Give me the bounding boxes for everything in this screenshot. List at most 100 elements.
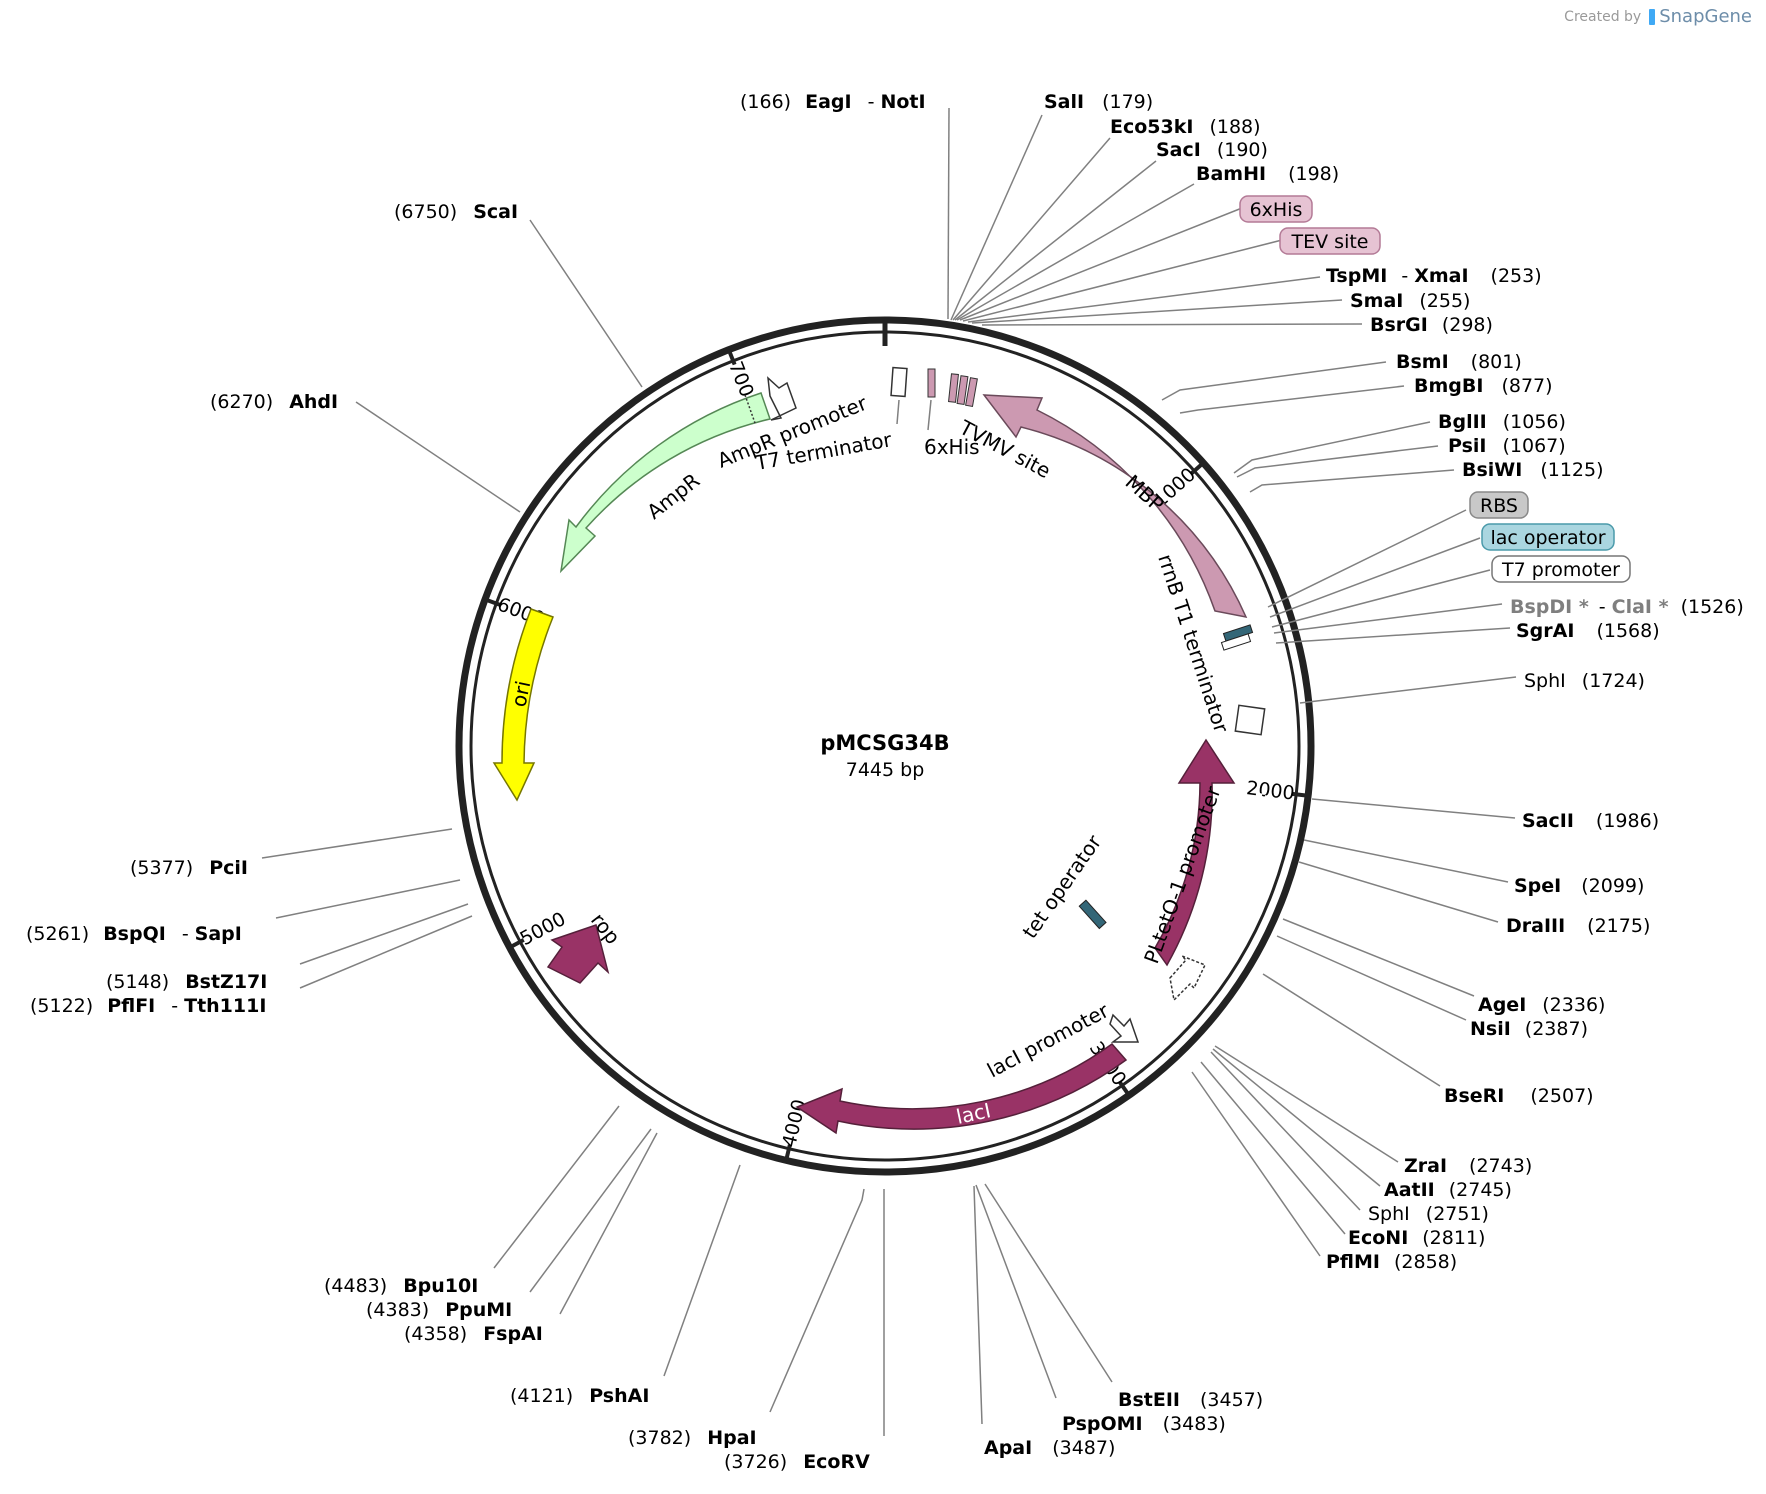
tvmv-site-block-3[interactable] <box>965 377 978 408</box>
tag-tev-site[interactable]: TEV site <box>1279 227 1381 255</box>
site-bstz17i[interactable]: (5148)BstZ17I <box>106 971 267 993</box>
callout-bglii <box>1233 421 1431 474</box>
site-pshai[interactable]: (4121)PshAI <box>510 1385 649 1407</box>
site-bsiwi[interactable]: BsiWI(1125) <box>1462 459 1604 481</box>
site-sphi-1[interactable]: SphI(1724) <box>1524 670 1645 692</box>
callout-lac <box>1269 537 1481 618</box>
callout-agei <box>1282 918 1475 997</box>
site-bsmi[interactable]: BsmI(801) <box>1396 351 1522 373</box>
callout-draiii <box>1298 861 1499 923</box>
tag-6xhis-text: 6xHis <box>1250 199 1303 221</box>
his-label: 6xHis <box>924 435 980 459</box>
site-nsii[interactable]: NsiI(2387) <box>1470 1018 1588 1040</box>
callout-fspai <box>559 1132 658 1315</box>
callout-econi <box>1200 1061 1346 1235</box>
plasmid-center-label: pMCSG34B 7445 bp <box>820 731 949 781</box>
tag-6xhis[interactable]: 6xHis <box>1239 195 1313 223</box>
site-sacii[interactable]: SacII(1986) <box>1522 810 1659 832</box>
site-sgrai[interactable]: SgrAI(1568) <box>1516 620 1660 642</box>
site-bspdi-clai[interactable]: BspDI *-ClaI *(1526) <box>1510 596 1744 618</box>
site-smai[interactable]: SmaI(255) <box>1350 290 1470 312</box>
site-bseri[interactable]: BseRI(2507) <box>1444 1085 1594 1107</box>
t7-terminator-block <box>890 366 908 398</box>
tag-t7-promoter[interactable]: T7 promoter <box>1491 555 1631 583</box>
callout-bsmi <box>1161 361 1387 401</box>
site-draiii[interactable]: DraIII(2175) <box>1506 915 1650 937</box>
site-econi[interactable]: EcoNI(2811) <box>1348 1227 1485 1249</box>
mbp-arrow[interactable] <box>982 394 1248 619</box>
tick-mark-4000 <box>784 1144 792 1161</box>
callout-scai <box>529 219 643 388</box>
pltet-promoter-label: PLtetO-1 promoter <box>1139 782 1226 966</box>
callout-bmgbi <box>1179 385 1405 414</box>
his-block[interactable] <box>927 368 936 398</box>
pltet-promoter-arrow[interactable] <box>1169 955 1207 1002</box>
site-apai[interactable]: ApaI(3487) <box>984 1437 1115 1459</box>
callout-his <box>959 207 1243 321</box>
site-callout-lines <box>261 107 1517 1436</box>
ampr-label: AmpR <box>642 468 704 524</box>
callout-sacii <box>1311 798 1516 819</box>
laci-promoter-arrow[interactable] <box>1109 1013 1140 1043</box>
site-eagi-noti[interactable]: (166)EagI-NotI <box>740 91 926 113</box>
site-ecorv[interactable]: (3726)EcoRV <box>724 1451 870 1473</box>
snapgene-credit: Created by SnapGene <box>1564 6 1752 27</box>
site-bsteii[interactable]: BstEII(3457) <box>1118 1389 1263 1411</box>
laci-arrow[interactable] <box>795 1042 1128 1135</box>
site-fspai[interactable]: (4358)FspAI <box>404 1323 543 1345</box>
plasmid-name: pMCSG34B <box>820 731 949 755</box>
site-pspomi[interactable]: PspOMI(3483) <box>1062 1413 1226 1435</box>
site-ahdi[interactable]: (6270)AhdI <box>210 391 338 413</box>
callout-nsii <box>1276 935 1467 1021</box>
tick-marks: 1000200030004000500060007000 <box>484 348 1309 1161</box>
rrnb-terminator-block <box>1234 704 1266 736</box>
site-hpai[interactable]: (3782)HpaI <box>628 1427 757 1449</box>
tag-lac-operator[interactable]: lac operator <box>1481 523 1615 551</box>
tvmv-site-block-2[interactable] <box>956 375 969 405</box>
tag-rbs[interactable]: RBS <box>1469 491 1529 519</box>
tet-operator-label: tet operator <box>1017 830 1106 943</box>
site-bpu10i[interactable]: (4483)Bpu10I <box>324 1275 478 1297</box>
site-pcii[interactable]: (5377)PciI <box>130 857 248 879</box>
callout-eco53ki <box>952 137 1111 321</box>
ampr-arrow[interactable] <box>559 392 771 574</box>
site-sphi-2[interactable]: SphI(2751) <box>1368 1203 1489 1225</box>
callout-sphi-2 <box>1210 1051 1361 1211</box>
tvmv-protease-arrow[interactable] <box>1154 738 1236 967</box>
site-pflfi-tth111i[interactable]: (5122)PflFI-Tth111I <box>30 995 266 1017</box>
site-ppumi[interactable]: (4383)PpuMI <box>366 1299 512 1321</box>
site-sali[interactable]: SalI(179) <box>1044 91 1153 113</box>
ori-arrow[interactable] <box>492 608 554 802</box>
site-bglii[interactable]: BglII(1056) <box>1438 411 1566 433</box>
site-bamhi[interactable]: BamHI(198) <box>1196 163 1339 185</box>
site-saci[interactable]: SacI(190) <box>1156 139 1268 161</box>
site-aatii[interactable]: AatII(2745) <box>1384 1179 1512 1201</box>
t7-terminator-connector <box>896 399 900 425</box>
site-scai[interactable]: (6750)ScaI <box>394 201 518 223</box>
site-spei[interactable]: SpeI(2099) <box>1514 875 1644 897</box>
laci-label: lacI <box>954 1098 993 1129</box>
callout-pcii <box>261 828 453 859</box>
site-psii[interactable]: PsiI(1067) <box>1448 435 1566 457</box>
rbs-block <box>1220 633 1252 651</box>
site-bsrgi[interactable]: BsrGI(298) <box>1370 314 1493 336</box>
callout-bamhi <box>956 183 1195 321</box>
site-tspmi-xmai[interactable]: TspMI-XmaI(253) <box>1326 265 1542 287</box>
site-pflmi[interactable]: PflMI(2858) <box>1326 1251 1457 1273</box>
site-zrai[interactable]: ZraI(2743) <box>1404 1155 1532 1177</box>
tick-mark-2000 <box>1291 791 1309 798</box>
site-agei[interactable]: AgeI(2336) <box>1478 994 1605 1016</box>
tick-mark-3000 <box>1118 1080 1131 1097</box>
site-bspqi-sapi[interactable]: (5261)BspQI-SapI <box>26 923 242 945</box>
tag-tev-site-text: TEV site <box>1291 231 1369 253</box>
tvmv-site-block-1[interactable] <box>948 373 959 403</box>
callout-ahdi <box>355 401 521 513</box>
callout-bstz17i <box>299 915 473 989</box>
rop-arrow[interactable] <box>546 924 610 984</box>
snapgene-logo-icon <box>1649 8 1656 25</box>
tick-mark-6000 <box>484 597 501 607</box>
site-bmgbi[interactable]: BmgBI(877) <box>1414 375 1553 397</box>
site-eco53ki[interactable]: Eco53kI(188) <box>1110 116 1261 138</box>
ampr-promoter-arrow[interactable] <box>767 376 797 421</box>
callout-pflmi <box>1191 1071 1321 1257</box>
